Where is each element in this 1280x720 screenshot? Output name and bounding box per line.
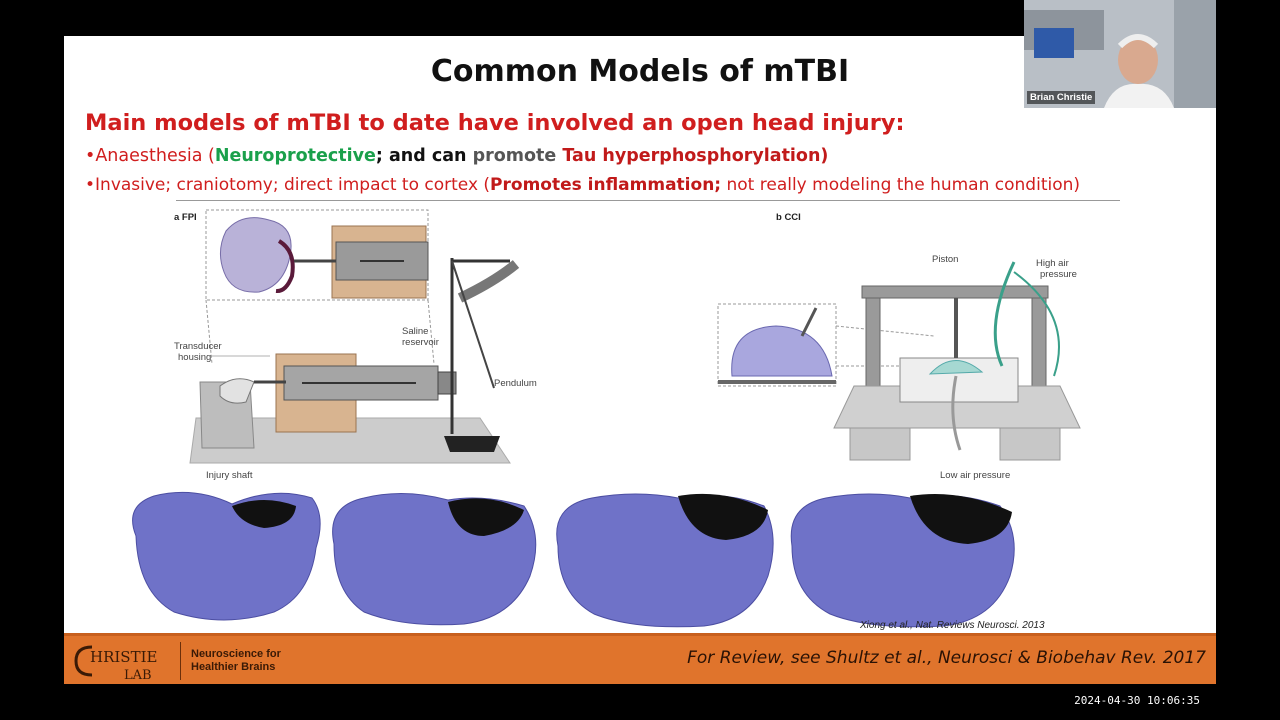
review-reference: For Review, see Shultz et al., Neurosci … bbox=[687, 648, 1206, 668]
recording-timestamp: 2024-04-30 10:06:35 bbox=[1074, 694, 1200, 707]
cci-diagram: b CCI Piston High air pressure Low air p… bbox=[717, 212, 1081, 481]
christie-lab-logo: HRISTIE LAB bbox=[74, 645, 157, 683]
bullet-invasive-lead: •Invasive; craniotomy; direct impact to … bbox=[85, 175, 491, 195]
transducer-label-1: Transducer bbox=[174, 341, 222, 352]
pendulum-label: Pendulum bbox=[494, 378, 537, 389]
cci-animal-icon bbox=[928, 360, 984, 375]
injury-shaft-label: Injury shaft bbox=[206, 470, 253, 481]
cci-inset-impactor bbox=[800, 307, 818, 337]
tagline-line-1: Neuroscience for bbox=[191, 648, 281, 660]
piston-label: Piston bbox=[932, 254, 958, 265]
logo-top-text: HRISTIE bbox=[90, 648, 157, 666]
slide-footer: HRISTIE LAB Neuroscience for Healthier B… bbox=[64, 633, 1216, 684]
brain-section-3 bbox=[556, 493, 774, 628]
tau-text: Tau hyperphosphorylation) bbox=[562, 146, 829, 166]
saline-label-2: reservoir bbox=[402, 337, 439, 348]
presentation-slide: Common Models of mTBI Main models of mTB… bbox=[64, 36, 1216, 684]
slide-title: Common Models of mTBI bbox=[430, 54, 850, 89]
inflammation-text: Promotes inflammation; bbox=[490, 175, 722, 195]
lesion-4 bbox=[910, 494, 1012, 544]
brain-section-2 bbox=[332, 493, 537, 626]
fpi-label: a FPI bbox=[174, 212, 197, 223]
fpi-base-platform bbox=[189, 417, 511, 464]
high-air-label-1: High air bbox=[1036, 258, 1069, 269]
figure-canvas: a FPI Transd bbox=[132, 209, 1081, 628]
bullet-invasive: •Invasive; craniotomy; direct impact to … bbox=[85, 175, 1080, 195]
bullet-anaesthesia-lead: •Anaesthesia ( bbox=[85, 146, 215, 166]
promote-text: promote bbox=[466, 146, 563, 166]
logo-separator bbox=[180, 642, 181, 680]
divider-line bbox=[176, 200, 1120, 201]
cci-inset-brain-icon bbox=[731, 325, 833, 377]
fpi-inset-brain-icon bbox=[220, 217, 292, 293]
fpi-inset-dura-icon bbox=[275, 239, 295, 294]
participant-name: Brian Christie bbox=[1027, 91, 1096, 104]
cci-frame-top bbox=[861, 285, 1049, 299]
figure-citation: Xiong et al., Nat. Reviews Neurosci. 201… bbox=[860, 620, 1045, 631]
transducer-label-2: housing bbox=[178, 352, 211, 363]
cci-air-hose bbox=[993, 261, 1016, 367]
lesion-1 bbox=[232, 500, 296, 528]
person-hair bbox=[1117, 34, 1159, 49]
person-face bbox=[1118, 36, 1158, 84]
lesion-2 bbox=[448, 498, 524, 536]
fpi-pendulum-scale bbox=[457, 260, 520, 303]
video-feed bbox=[1024, 0, 1216, 108]
logo-bottom-text: LAB bbox=[124, 668, 152, 683]
slide-headline: Main models of mTBI to date have involve… bbox=[85, 110, 905, 136]
fpi-pendulum-foot bbox=[444, 436, 500, 452]
saline-label-1: Saline bbox=[402, 326, 428, 337]
logo-c-icon bbox=[74, 645, 93, 677]
lesion-3 bbox=[678, 493, 768, 540]
and-can-text: ; and can bbox=[375, 146, 467, 166]
brain-section-1 bbox=[132, 491, 321, 621]
neuroprotective-text: Neuroprotective bbox=[214, 146, 376, 166]
low-air-label: Low air pressure bbox=[940, 470, 1010, 481]
brain-sections bbox=[132, 491, 1015, 628]
brain-section-4 bbox=[790, 493, 1015, 628]
high-air-label-2: pressure bbox=[1040, 269, 1077, 280]
lab-coat bbox=[1104, 83, 1174, 108]
fpi-pendulum-arm bbox=[451, 260, 495, 389]
participant-video-tile[interactable]: Brian Christie bbox=[1024, 0, 1216, 108]
fpi-diagram: a FPI Transd bbox=[174, 209, 537, 481]
rat-icon bbox=[219, 378, 255, 404]
bullet-invasive-tail: not really modeling the human condition) bbox=[721, 175, 1081, 195]
tagline-line-2: Healthier Brains bbox=[191, 661, 276, 673]
cci-label: b CCI bbox=[776, 212, 801, 223]
lab-tagline: Neuroscience for Healthier Brains bbox=[191, 648, 281, 674]
bullet-anaesthesia: •Anaesthesia (Neuroprotective; and can p… bbox=[85, 146, 828, 166]
